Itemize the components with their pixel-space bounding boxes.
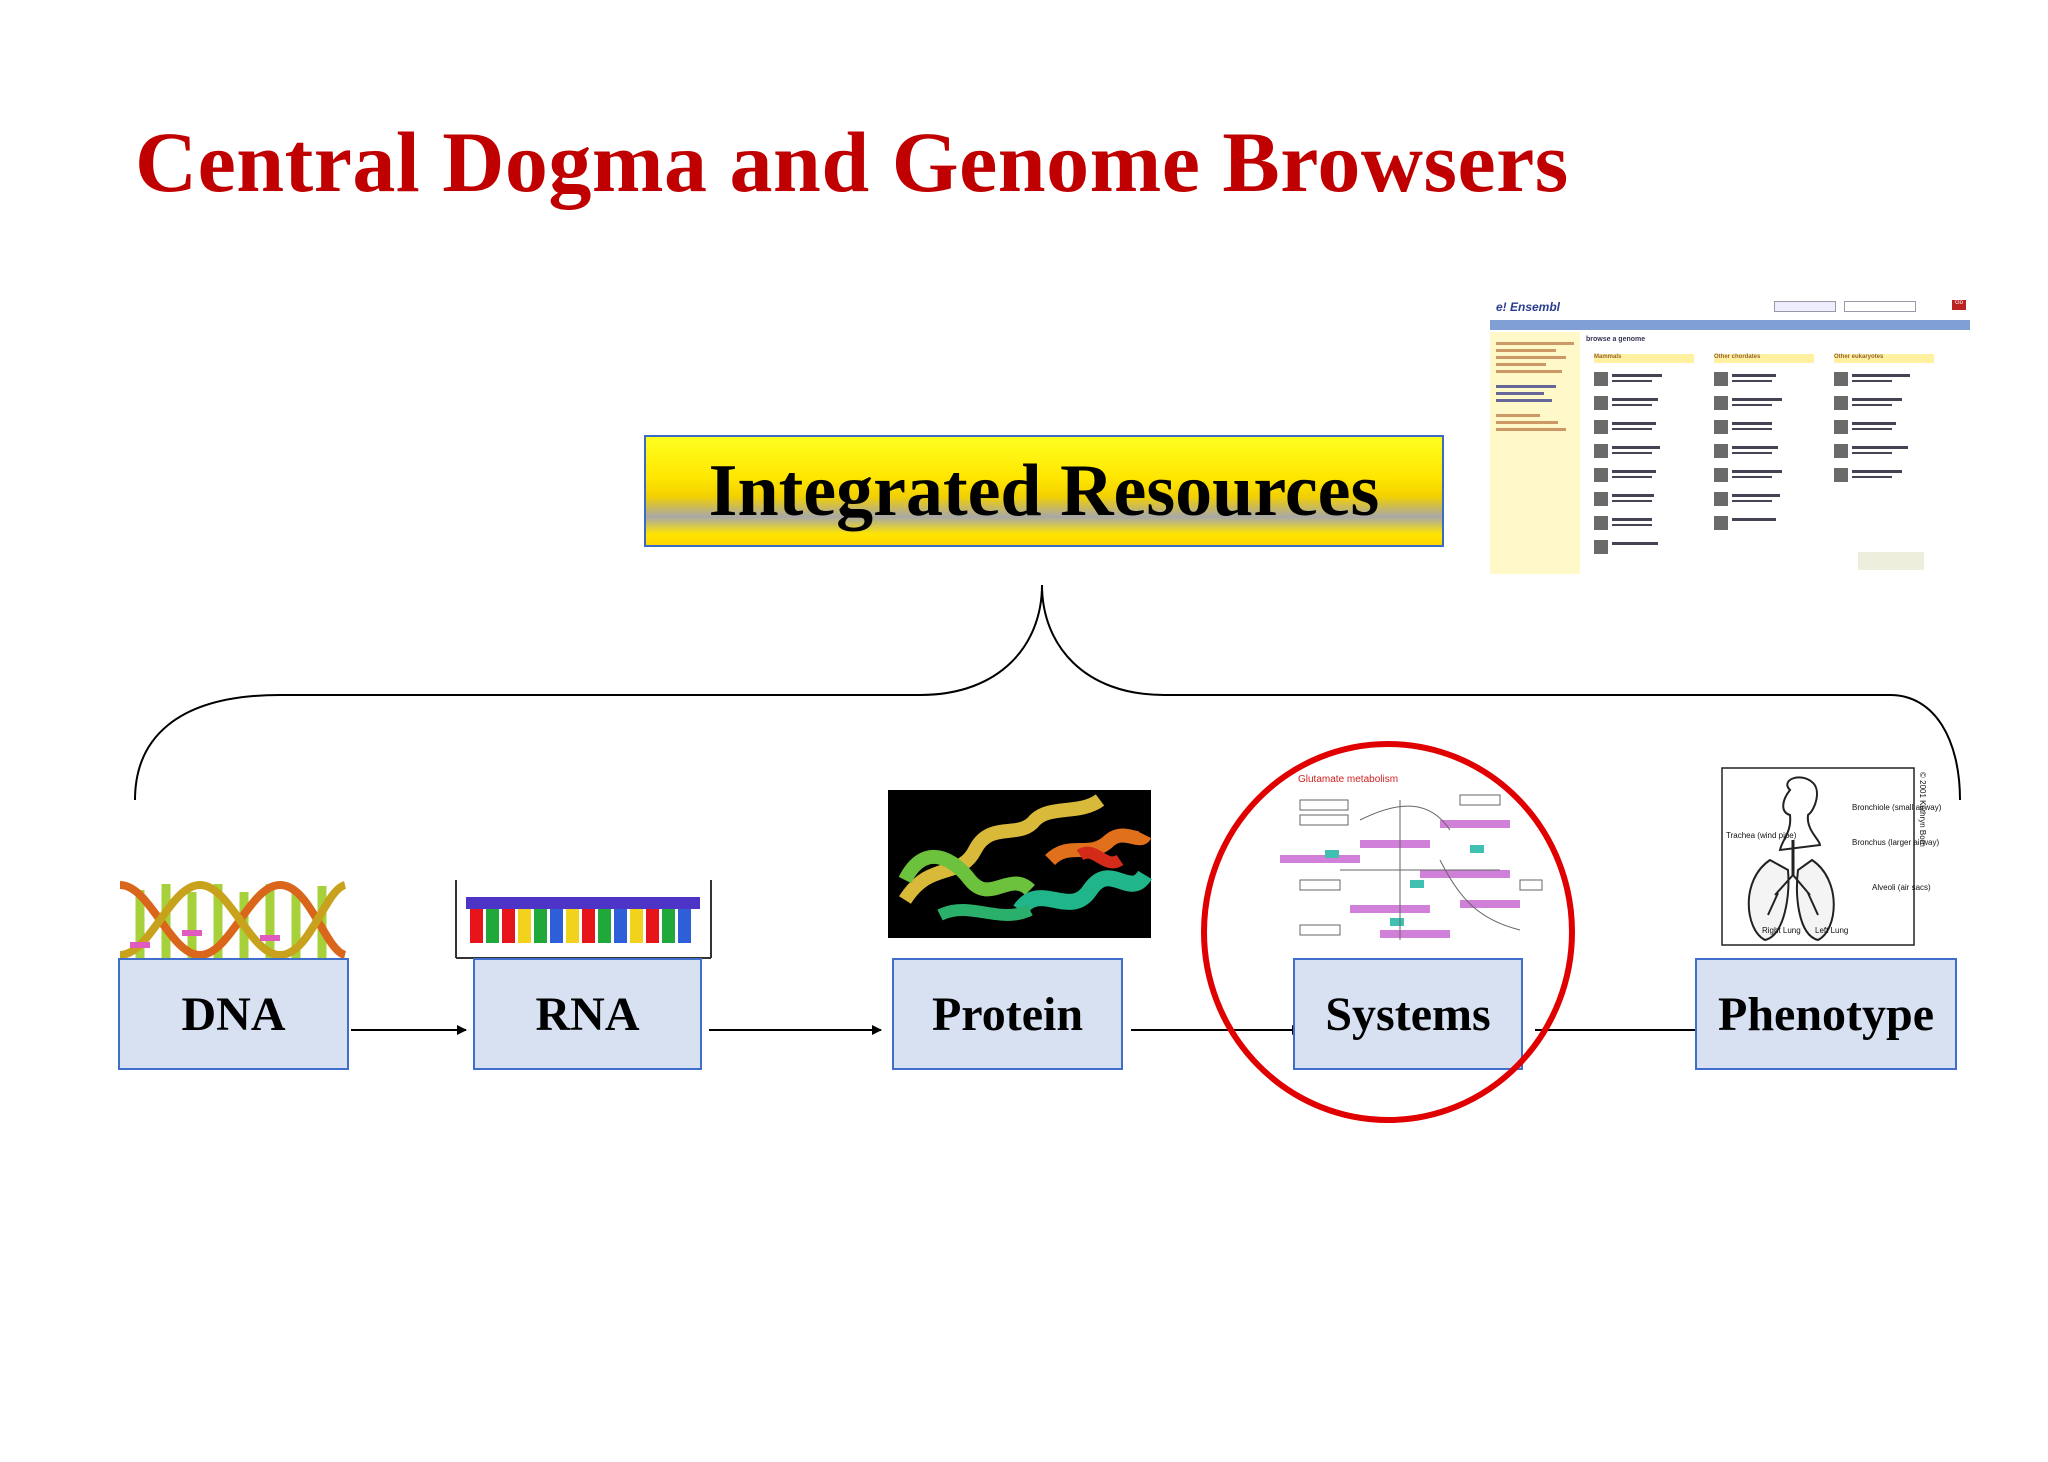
stage-dna-label: DNA	[181, 987, 286, 1041]
pathway-title: Glutamate metabolism	[1298, 774, 1398, 785]
go-button: Go	[1952, 300, 1966, 310]
label-trachea: Trachea (wind pipe)	[1726, 831, 1797, 840]
label-bronchus: Bronchus (larger airway)	[1852, 838, 1939, 847]
stage-systems: Systems	[1293, 958, 1523, 1070]
section-mammals: Mammals	[1594, 354, 1694, 363]
stage-rna: RNA	[473, 958, 702, 1070]
browse-heading: browse a genome	[1586, 336, 1646, 343]
rna-strand-thumb	[455, 880, 713, 960]
search-input	[1844, 301, 1916, 312]
stage-systems-label: Systems	[1325, 987, 1491, 1041]
banner-label: Integrated Resources	[708, 449, 1380, 532]
stage-phenotype: Phenotype	[1695, 958, 1957, 1070]
label-right-lung: Right Lung	[1762, 926, 1801, 935]
ensembl-screenshot: e! Ensembl Go browse a genome Mammals Ot…	[1490, 296, 1970, 574]
integrated-resources-banner: Integrated Resources	[644, 435, 1444, 547]
phenotype-credit: © 2001 Kathryn Born	[1918, 772, 1927, 847]
stage-protein: Protein	[892, 958, 1123, 1070]
stage-rna-label: RNA	[535, 987, 640, 1041]
stage-dna: DNA	[118, 958, 349, 1070]
label-left-lung: Left Lung	[1815, 926, 1848, 935]
stage-phenotype-label: Phenotype	[1718, 987, 1934, 1041]
ensembl-logo: e! Ensembl	[1496, 300, 1561, 314]
systems-highlight-circle	[1201, 741, 1575, 1123]
lungs-anatomy-thumb: Bronchiole (small airway) Trachea (wind …	[1721, 767, 1942, 946]
section-eukaryotes: Other eukaryotes	[1834, 354, 1934, 363]
label-alveoli: Alveoli (air sacs)	[1872, 883, 1931, 892]
stage-protein-label: Protein	[931, 987, 1084, 1041]
dna-helix-thumb	[116, 878, 347, 960]
pathway-map-thumb: Glutamate metabolism	[1272, 772, 1544, 954]
search-select	[1774, 301, 1836, 312]
section-chordates: Other chordates	[1714, 354, 1814, 363]
nav-bar	[1490, 320, 1970, 330]
left-panel	[1490, 332, 1580, 574]
protein-structure-thumb	[888, 790, 1152, 938]
curly-brace	[134, 584, 1961, 801]
slide-title: Central Dogma and Genome Browsers	[135, 114, 1569, 210]
label-bronchiole: Bronchiole (small airway)	[1852, 803, 1942, 812]
species-list	[1594, 372, 1924, 570]
